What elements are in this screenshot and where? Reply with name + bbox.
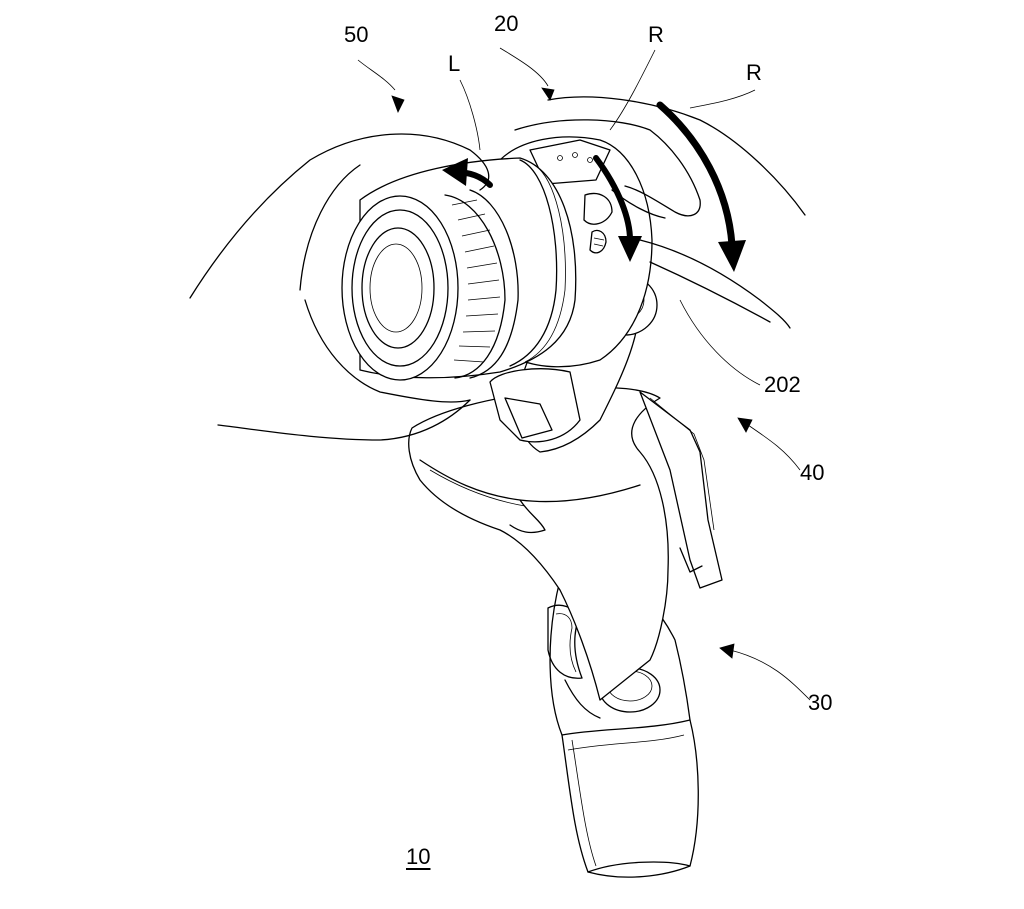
lens-L — [341, 157, 577, 381]
reference-numeral-20: 20 — [494, 11, 519, 36]
reference-numeral-202: 202 — [764, 372, 801, 397]
reference-numeral-30: 30 — [808, 690, 833, 715]
leader-lines — [357, 47, 811, 701]
rotation-arrow-R-outer — [656, 101, 746, 272]
rotation-arrow-R-inner — [593, 155, 642, 262]
figure-reference-10: 10 — [406, 844, 431, 869]
reference-numeral-40: 40 — [800, 460, 825, 485]
hand-left-50 — [189, 133, 490, 441]
knurling-pattern — [451, 199, 501, 363]
hand-right-50 — [514, 96, 806, 329]
reference-letter-R-outer: R — [746, 60, 762, 85]
reference-letter-L: L — [448, 51, 461, 76]
reference-numeral-50: 50 — [344, 22, 369, 47]
reference-letter-R-upper: R — [648, 22, 664, 47]
rotation-arrow-L — [442, 158, 493, 188]
